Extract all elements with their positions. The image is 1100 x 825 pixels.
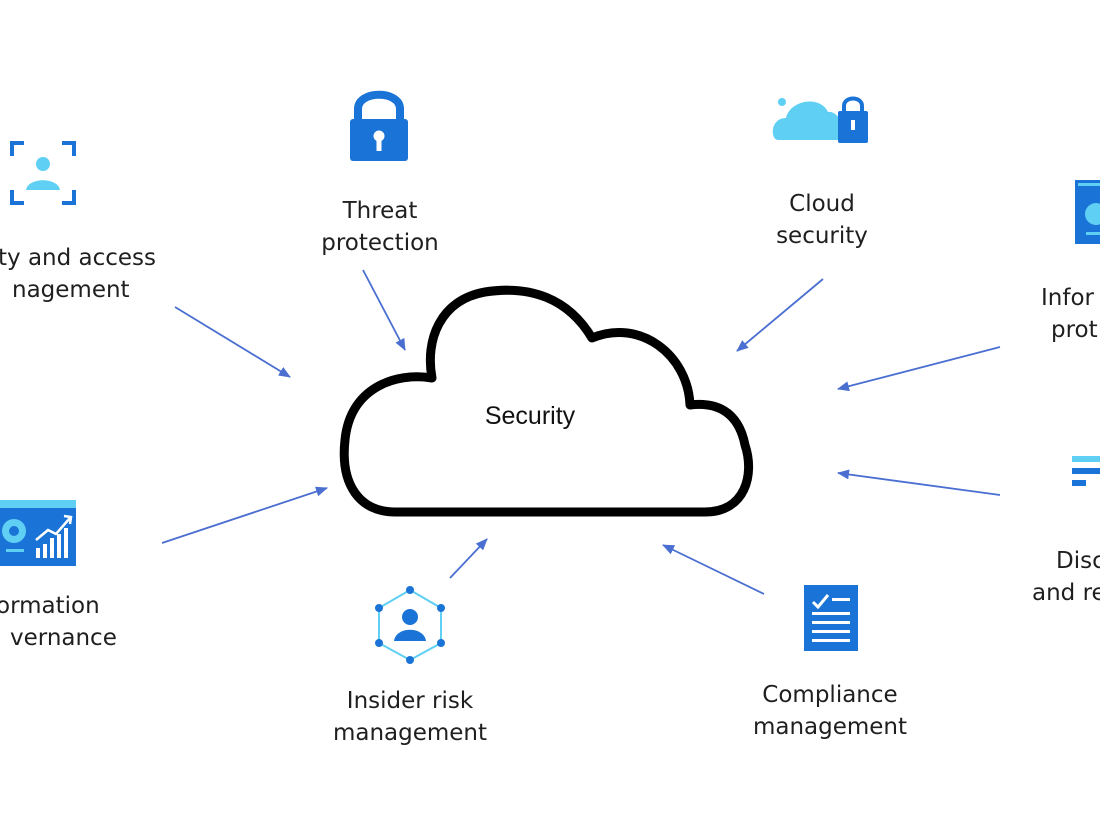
insider-risk-label-line1: Insider risk — [346, 688, 474, 714]
security-cloud — [339, 285, 754, 517]
arrow-threat — [362, 269, 406, 351]
information-governance-label-line2: vernance — [10, 625, 117, 651]
insider-risk-label-line2: management — [332, 720, 488, 746]
discovery-response-label: Disc and re — [1032, 545, 1100, 609]
arrow-compliance — [662, 544, 765, 595]
identity-access-label: ty and access nagement — [0, 242, 156, 306]
discovery-response-label-line2: and re — [1032, 580, 1100, 606]
discovery-response-label-line1: Disc — [1056, 548, 1100, 574]
threat-protection-label-line2: protection — [321, 230, 439, 256]
cloud-security-label: Cloud security — [742, 188, 902, 252]
security-label: Security — [484, 402, 576, 430]
information-governance-label: ormation vernance — [0, 590, 117, 654]
information-governance-label-line1: ormation — [0, 593, 100, 619]
arrow-identity — [174, 306, 291, 378]
compliance-management-label-line2: management — [752, 714, 908, 740]
cloud-security-label-line1: Cloud — [789, 191, 855, 217]
compliance-management-label-line1: Compliance — [762, 682, 898, 708]
information-protection-label-line2: prot — [1051, 317, 1098, 343]
threat-protection-label: Threat protection — [300, 195, 460, 259]
cloud-security-label-line2: security — [776, 223, 868, 249]
checklist-icon — [804, 585, 858, 651]
threat-protection-label-line1: Threat — [342, 198, 418, 224]
padlock-icon — [350, 90, 408, 161]
arrow-discovery — [837, 469, 1001, 496]
arrow-insider — [449, 538, 488, 579]
identity-scan-icon — [10, 141, 76, 205]
arrow-info-governance — [161, 486, 328, 544]
identity-access-label-line1: ty and access — [0, 245, 157, 271]
document-protection-icon — [1075, 180, 1100, 244]
identity-access-label-line2: nagement — [12, 277, 130, 303]
arrow-cloud — [736, 278, 824, 352]
network-person-icon — [375, 586, 445, 664]
compliance-management-label: Compliance management — [730, 679, 930, 743]
information-protection-label: Infor prot — [1041, 282, 1098, 346]
arrow-info-protection — [837, 346, 1001, 392]
dashboard-chart-icon — [0, 500, 76, 566]
cloud-lock-icon — [772, 96, 868, 143]
information-protection-label-line1: Infor — [1041, 285, 1094, 311]
filter-list-icon — [1072, 456, 1100, 486]
insider-risk-label: Insider risk management — [310, 685, 510, 749]
